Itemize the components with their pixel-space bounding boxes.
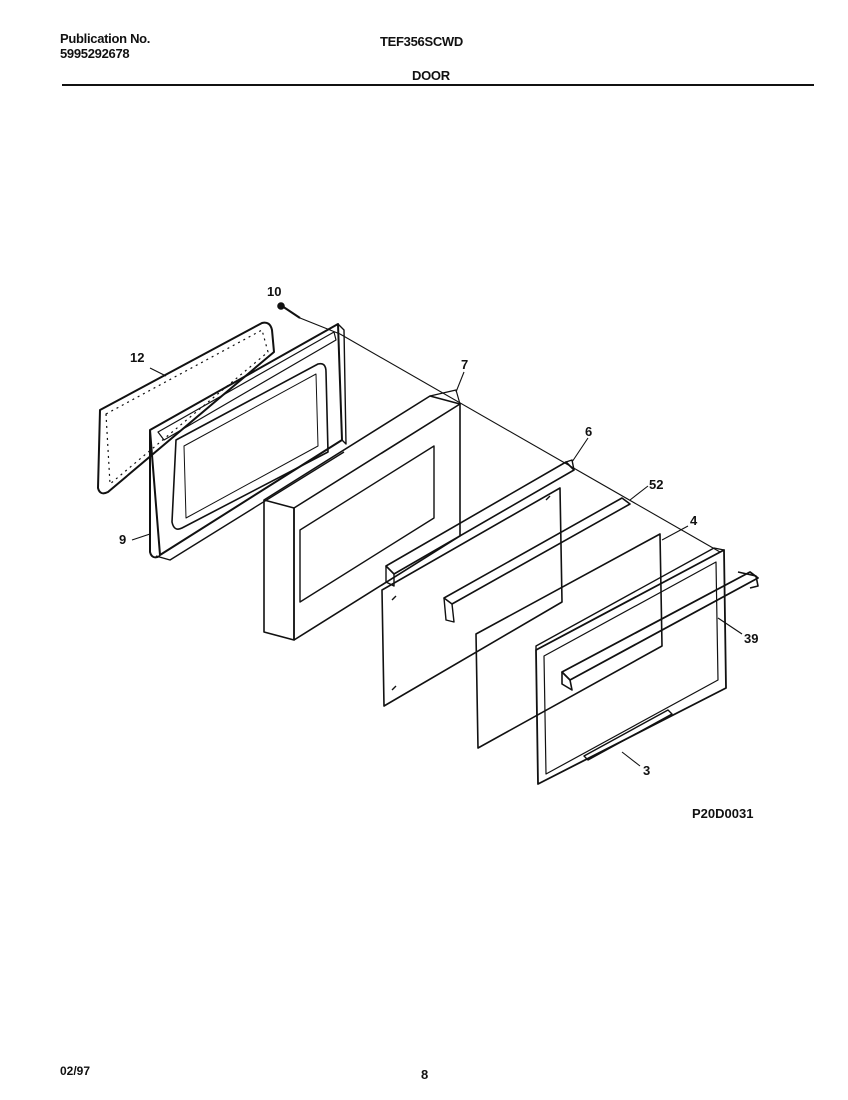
trim-channel-part <box>443 497 631 623</box>
outer-door-panel-part <box>535 547 727 785</box>
vent-strip-part <box>583 709 673 761</box>
upper-channel-part <box>385 459 575 587</box>
door-glass-part <box>475 533 663 749</box>
section-title: DOOR <box>412 68 450 83</box>
page-number: 8 <box>421 1067 429 1082</box>
callout-52: 52 <box>649 477 663 492</box>
leader-line <box>149 367 167 377</box>
callout-9: 9 <box>119 532 126 547</box>
leader-line <box>661 525 689 541</box>
callout-7: 7 <box>461 357 468 372</box>
door-gasket-part <box>97 321 275 495</box>
leader-line <box>621 751 641 767</box>
door-handle-part <box>561 571 759 691</box>
inner-door-liner-part <box>149 323 347 561</box>
inner-door-panel-part <box>381 487 563 707</box>
callout-3: 3 <box>643 763 650 778</box>
callout-4: 4 <box>690 513 698 528</box>
callout-39: 39 <box>744 631 758 646</box>
footer-date: 02/97 <box>60 1064 91 1078</box>
callout-12: 12 <box>130 350 144 365</box>
publication-label: Publication No. <box>60 31 151 46</box>
leader-line <box>455 371 465 393</box>
alignment-line <box>339 333 721 553</box>
leader-line <box>629 485 649 501</box>
alignment-line <box>299 317 341 335</box>
leader-line <box>717 617 743 635</box>
leader-line <box>571 437 589 463</box>
model-number: TEF356SCWD <box>380 34 463 49</box>
callout-10: 10 <box>267 284 281 299</box>
header-rule <box>62 84 814 86</box>
screw-part <box>277 302 301 319</box>
leader-line <box>131 533 151 541</box>
publication-number: 5995292678 <box>60 46 130 61</box>
callout-6: 6 <box>585 424 592 439</box>
drawing-code: P20D0031 <box>692 806 754 821</box>
door-frame-part <box>263 389 461 641</box>
